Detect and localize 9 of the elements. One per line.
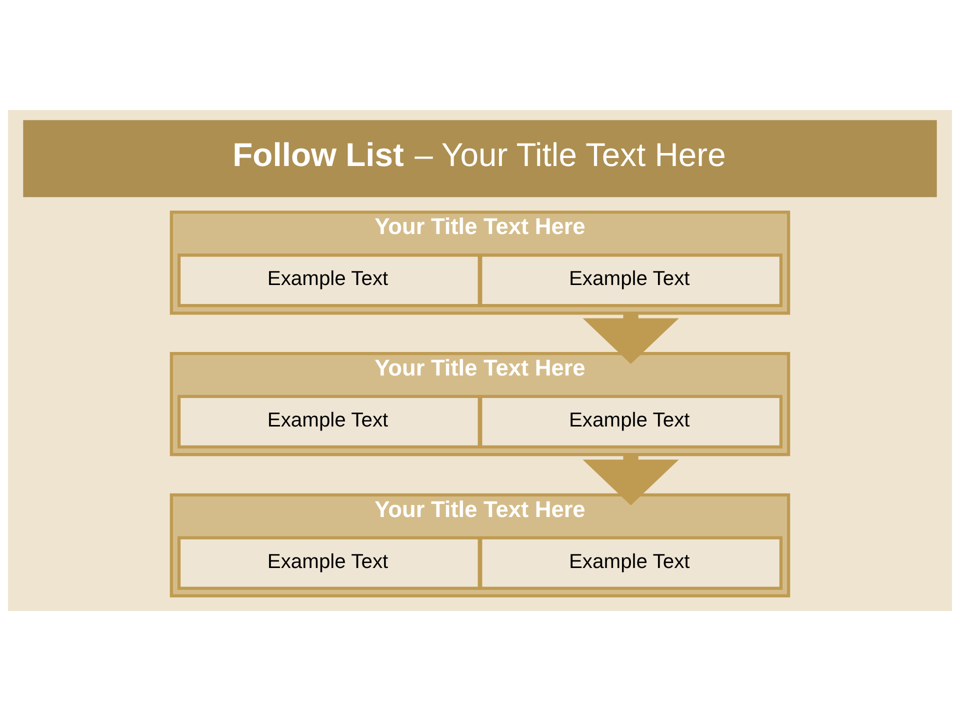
diagram-title: Follow List – Your Title Text Here (232, 135, 726, 172)
node-box: Example Text (177, 394, 481, 448)
node-box: Example Text (479, 536, 783, 590)
node-box: Example Text (177, 253, 481, 307)
arrow (582, 312, 679, 364)
arrow (582, 454, 679, 505)
node-box: Example Text (479, 253, 783, 307)
node-box: Example Text (177, 536, 481, 590)
node-box: Example Text (479, 394, 783, 448)
